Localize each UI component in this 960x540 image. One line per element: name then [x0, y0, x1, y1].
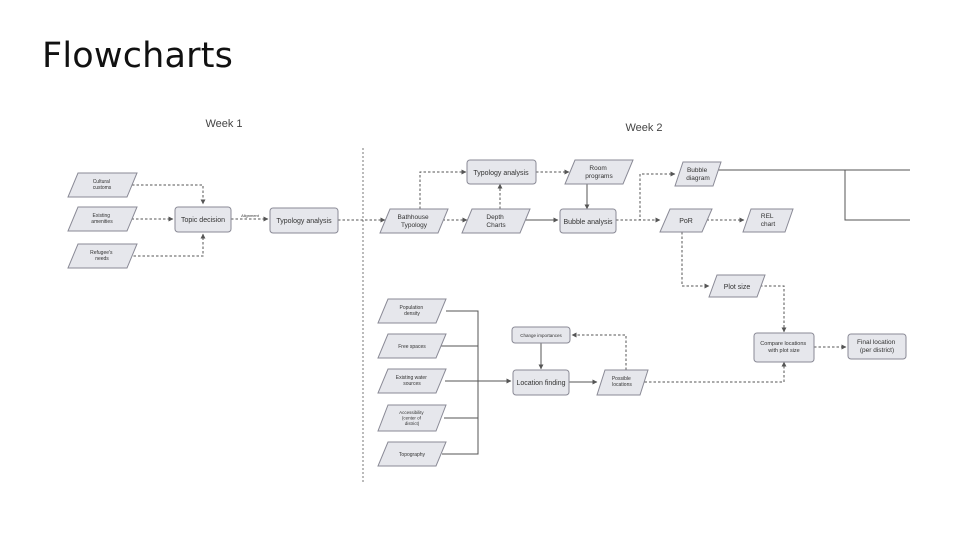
- label-population-density: Population density: [399, 305, 424, 317]
- nodes: Cultural customs Existing amenities Refu…: [67, 159, 907, 467]
- node-existing-amenities: [67, 206, 138, 232]
- edge-access-to-bus: [444, 381, 479, 419]
- label-topography: Topography: [399, 452, 426, 458]
- label-possible-locations: Possible locations: [612, 376, 633, 388]
- node-free-spaces: [377, 333, 447, 359]
- edge-possible-to-compare: [640, 361, 787, 383]
- node-change-importances: [511, 326, 571, 344]
- label-room-programs: Room programs: [585, 165, 613, 180]
- edges: [127, 169, 910, 455]
- label-bubble-analysis: Bubble analysis: [563, 219, 613, 226]
- node-room-programs: [564, 159, 634, 185]
- slide-title: Flowcharts: [42, 36, 234, 76]
- label-plot-size: Plot size: [724, 284, 751, 291]
- node-existing-water-sources: [377, 368, 447, 394]
- label-por: PoR: [679, 218, 693, 225]
- edge-por-to-plot: [681, 232, 710, 289]
- label-existing-amenities: Existing amenities: [91, 213, 113, 225]
- node-topic-decision: [174, 206, 232, 233]
- label-typology-analysis-1: Typology analysis: [276, 218, 332, 225]
- label-bubble-diagram: Bubble diagram: [686, 167, 709, 182]
- label-typology-analysis-2: Typology analysis: [473, 170, 529, 177]
- label-depth-charts: Depth Charts: [486, 214, 506, 229]
- edge-label-alignment: Alignment: [241, 213, 260, 218]
- label-change-importances: Change importances: [520, 333, 562, 338]
- node-bubble-diagram: [674, 161, 722, 187]
- node-bathhouse-typology: [379, 208, 449, 234]
- node-accessibility: [377, 404, 447, 432]
- label-accessibility: Accessibility (center of district): [399, 410, 425, 426]
- node-possible-locations: [596, 369, 649, 396]
- edge-possible-to-change: [571, 332, 627, 370]
- edge-population-to-bus: [446, 310, 479, 381]
- node-typology-analysis-2: [466, 159, 537, 185]
- edge-topo-to-bus: [442, 418, 479, 455]
- node-refugees-needs: [67, 243, 138, 269]
- node-rel-chart: [742, 208, 794, 233]
- label-rel-chart: REL chart: [761, 213, 776, 228]
- node-depth-charts: [461, 208, 531, 234]
- node-bubble-analysis: [559, 208, 617, 234]
- edge-bathhouse-to-typology2: [419, 169, 467, 209]
- node-cultural-customs: [67, 172, 138, 198]
- label-cultural-customs: Cultural customs: [93, 179, 112, 191]
- edge-plot-to-compare: [760, 285, 787, 333]
- week-1-label: Week 1: [205, 118, 242, 130]
- label-refugees-needs: Refugee's needs: [90, 250, 114, 262]
- node-topography: [377, 441, 447, 467]
- node-location-finding: [512, 369, 570, 396]
- label-topic-decision: Topic decision: [181, 217, 225, 224]
- edge-cultural-to-topic: [132, 184, 206, 205]
- label-compare-locations: Compare locations with plot size: [760, 341, 807, 354]
- edge-needs-to-topic: [129, 233, 206, 257]
- label-free-spaces: Free spaces: [398, 344, 426, 350]
- node-plot-size: [708, 274, 766, 298]
- node-por: [659, 208, 713, 233]
- node-typology-analysis-1: [269, 207, 339, 234]
- label-location-finding: Location finding: [516, 380, 565, 387]
- label-existing-water-sources: Existing water sources: [396, 375, 429, 387]
- edge-diagram-branch-offpage: [844, 170, 910, 221]
- node-compare-locations: [753, 332, 815, 363]
- node-population-density: [377, 298, 447, 324]
- label-bathhouse-typology: Bathhouse Typology: [398, 214, 431, 229]
- label-final-location: Final location (per district): [857, 339, 897, 354]
- node-final-location: [847, 333, 907, 360]
- week-2-label: Week 2: [625, 122, 662, 134]
- edge-bubble-to-diagram: [616, 171, 676, 221]
